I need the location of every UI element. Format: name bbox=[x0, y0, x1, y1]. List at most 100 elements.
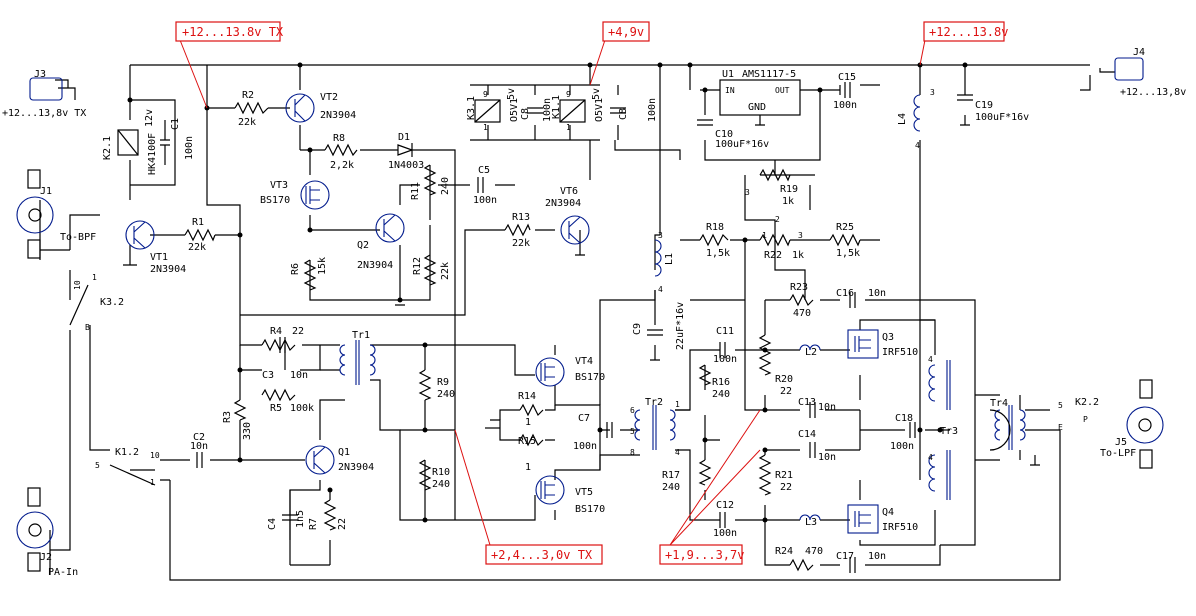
l2-ref: L2 bbox=[805, 347, 817, 358]
r19-pin-2: 2 bbox=[775, 215, 780, 224]
r19-pin-3: 3 bbox=[745, 188, 750, 197]
l1-pin-3: 3 bbox=[658, 231, 663, 240]
component-labels: J3 +12...13,8v TX J4 +12...13,8v J1 To-B… bbox=[2, 47, 1186, 578]
c14-value: 10n bbox=[818, 452, 836, 463]
r24-value: 470 bbox=[805, 546, 823, 557]
j1-label: To-BPF bbox=[60, 232, 96, 243]
c8b-ref: C8 bbox=[618, 108, 629, 120]
r5-ref: R5 bbox=[270, 403, 282, 414]
q2-value: 2N3904 bbox=[357, 260, 393, 271]
r21-value: 22 bbox=[780, 482, 792, 493]
k31-pin-9: 9 bbox=[483, 90, 488, 99]
q4-value: IRF510 bbox=[882, 522, 918, 533]
k11-pin-9: 9 bbox=[566, 90, 571, 99]
c1-value: 100n bbox=[184, 136, 195, 160]
r17-value: 240 bbox=[662, 482, 680, 493]
junctions bbox=[127, 62, 968, 523]
r5-value: 100k bbox=[290, 403, 314, 414]
r2-ref: R2 bbox=[242, 90, 254, 101]
r2-value: 22k bbox=[238, 117, 256, 128]
c18-ref: C18 bbox=[895, 413, 913, 424]
supply-voltage-label: +12...13.8v bbox=[929, 25, 1008, 39]
r8-ref: R8 bbox=[333, 133, 345, 144]
q3-value: IRF510 bbox=[882, 347, 918, 358]
u1-out-pin: OUT bbox=[775, 86, 790, 95]
r20-ref: R20 bbox=[775, 374, 793, 385]
r18-value: 1,5k bbox=[706, 248, 730, 259]
k12-pin-10: 10 bbox=[150, 451, 160, 460]
k11-ref: K1.1 bbox=[551, 95, 562, 119]
vt5-ref: VT5 bbox=[575, 487, 593, 498]
u1-value: AMS1117-5 bbox=[742, 69, 796, 80]
c15-value: 100n bbox=[833, 100, 857, 111]
c7-ref: C7 bbox=[578, 413, 590, 424]
bias-tx-voltage-label: +2,4...3,0v TX bbox=[491, 548, 593, 562]
c18-value: 100n bbox=[890, 441, 914, 452]
r9-ref: R9 bbox=[437, 377, 449, 388]
k32-pin-10: 10 bbox=[73, 280, 82, 290]
r9-value: 240 bbox=[437, 389, 455, 400]
k31-coil: 5v bbox=[506, 88, 517, 100]
k11-coil: 5v bbox=[591, 88, 602, 100]
tr2-pin-8: 8 bbox=[630, 448, 635, 457]
j5-ref: J5 bbox=[1115, 437, 1127, 448]
bias2-voltage-label: +1,9...3,7v bbox=[665, 548, 744, 562]
c17-value: 10n bbox=[868, 551, 886, 562]
k31-value: O5V1 bbox=[509, 98, 520, 122]
c5-ref: C5 bbox=[478, 165, 490, 176]
r12-ref: R12 bbox=[412, 257, 423, 275]
k22-pin-p: P bbox=[1083, 415, 1088, 424]
d1-ref: D1 bbox=[398, 132, 410, 143]
c19-ref: C19 bbox=[975, 100, 993, 111]
q2-ref: Q2 bbox=[357, 240, 369, 251]
k22-ref: K2.2 bbox=[1075, 397, 1099, 408]
c4-ref: C4 bbox=[267, 518, 278, 530]
u1-ref: U1 bbox=[722, 69, 734, 80]
c15-ref: C15 bbox=[838, 72, 856, 83]
vt2-ref: VT2 bbox=[320, 92, 338, 103]
vt3-ref: VT3 bbox=[270, 180, 288, 191]
r16-ref: R16 bbox=[712, 377, 730, 388]
r14-value: 1 bbox=[525, 417, 531, 428]
k32-ref: K3.2 bbox=[100, 297, 124, 308]
k31-pin-1: 1 bbox=[483, 123, 488, 132]
inductor-symbols bbox=[339, 94, 1026, 521]
r11-ref: R11 bbox=[410, 182, 421, 200]
tr3-pin-4b: 4 bbox=[928, 453, 933, 462]
capacitor-symbols bbox=[160, 82, 973, 573]
r13-value: 22k bbox=[512, 238, 530, 249]
r6-ref: R6 bbox=[290, 263, 301, 275]
j2-ref: J2 bbox=[40, 552, 52, 563]
c13-value: 10n bbox=[818, 402, 836, 413]
c11-value: 100n bbox=[713, 354, 737, 365]
transistor-symbols bbox=[125, 93, 879, 534]
vt1-value: 2N3904 bbox=[150, 264, 186, 275]
r22-ref: R22 bbox=[764, 250, 782, 261]
r19-value: 1k bbox=[782, 196, 794, 207]
c14-ref: C14 bbox=[798, 429, 816, 440]
u1-gnd-pin: GND bbox=[748, 102, 766, 113]
k32-pin-b: B bbox=[85, 323, 90, 332]
wires bbox=[39, 64, 1115, 581]
r6-value: 15k bbox=[317, 257, 328, 275]
r3-value: 330 bbox=[242, 422, 253, 440]
r25-ref: R25 bbox=[836, 222, 854, 233]
r8-value: 2,2k bbox=[330, 160, 354, 171]
c3-value: 10n bbox=[290, 370, 308, 381]
k11-pin-1: 1 bbox=[566, 123, 571, 132]
vt2-value: 2N3904 bbox=[320, 110, 356, 121]
c8a-ref: C8 bbox=[520, 108, 531, 120]
d1-value: 1N4003 bbox=[388, 160, 424, 171]
q4-ref: Q4 bbox=[882, 507, 894, 518]
j2-label: PA-In bbox=[48, 567, 78, 578]
l1-ref: L1 bbox=[664, 253, 675, 265]
r7-ref: R7 bbox=[308, 518, 319, 530]
q1-value: 2N3904 bbox=[338, 462, 374, 473]
r4-ref: R4 bbox=[270, 326, 282, 337]
c2-ref: C2 bbox=[193, 432, 205, 443]
c1-ref: C1 bbox=[170, 118, 181, 130]
r18-ref: R18 bbox=[706, 222, 724, 233]
c13-ref: C13 bbox=[798, 397, 816, 408]
tr2-ref: Tr2 bbox=[645, 397, 663, 408]
